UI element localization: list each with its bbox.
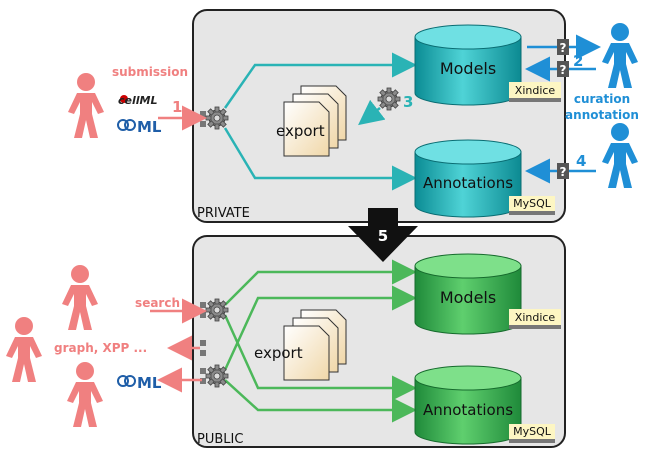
private-export-docs: export bbox=[276, 85, 347, 157]
private-annotations-tag-text: MySQL bbox=[513, 197, 552, 210]
private-models-title: Models bbox=[440, 59, 496, 78]
public-annotations-tag: MySQL bbox=[509, 424, 555, 443]
cellml-logo: cellML bbox=[118, 94, 157, 107]
step-5-label: 5 bbox=[378, 227, 388, 245]
annotation-label: annotation bbox=[565, 108, 639, 122]
search-label: search bbox=[135, 296, 180, 310]
sbml-logo-private-text: ML bbox=[137, 118, 162, 136]
private-flow-arrows bbox=[223, 52, 417, 191]
sbml-logo-public-text: ML bbox=[137, 374, 162, 392]
step-1-label: 1 bbox=[172, 98, 182, 116]
private-models-tag-text: Xindice bbox=[515, 84, 556, 97]
public-annotations-db: Annotations bbox=[414, 365, 522, 445]
publish-arrow: 5 bbox=[348, 208, 418, 262]
public-models-tag-text: Xindice bbox=[515, 311, 556, 324]
private-annotations-tag: MySQL bbox=[509, 196, 555, 215]
search-user-person-icon bbox=[62, 265, 98, 330]
output-gear bbox=[200, 364, 229, 388]
submission-label: submission bbox=[112, 65, 188, 79]
public-models-db: Models bbox=[414, 253, 522, 335]
public-left-arrows bbox=[150, 298, 207, 393]
graph-xpp-label: graph, XPP ... bbox=[54, 341, 147, 355]
public-export-label: export bbox=[254, 344, 303, 362]
private-export-gear: 3 bbox=[358, 87, 413, 126]
auth-question-icon-1: ? bbox=[557, 39, 569, 55]
cellml-logo-text: cellML bbox=[118, 94, 157, 107]
private-panel-label: PRIVATE bbox=[197, 206, 250, 221]
auth-question-icon-3: ? bbox=[557, 163, 569, 179]
sbml-logo-public: ML bbox=[117, 374, 162, 392]
step-4-label: 4 bbox=[576, 152, 586, 170]
auth-question-text-2: ? bbox=[560, 63, 567, 77]
curator-person-icon-top bbox=[602, 23, 638, 88]
public-models-title: Models bbox=[440, 288, 496, 307]
public-annotations-title: Annotations bbox=[423, 401, 513, 419]
step-2-label: 2 bbox=[573, 52, 583, 70]
public-annotations-tag-text: MySQL bbox=[513, 425, 552, 438]
private-export-label: export bbox=[276, 122, 325, 140]
public-flow-arrows bbox=[223, 259, 417, 423]
auth-question-text-1: ? bbox=[560, 41, 567, 55]
private-models-db: Models bbox=[414, 24, 522, 106]
submitter-person-icon bbox=[68, 73, 104, 138]
step-3-label: 3 bbox=[403, 93, 413, 111]
submission-arrow: 1 bbox=[158, 98, 207, 131]
curator-person-icon-bottom bbox=[602, 123, 638, 188]
private-annotations-title: Annotations bbox=[423, 174, 513, 192]
auth-question-icon-2: ? bbox=[557, 61, 569, 77]
public-panel-label: PUBLIC bbox=[197, 432, 243, 447]
graph-small-square bbox=[200, 340, 206, 356]
auth-question-text-3: ? bbox=[560, 165, 567, 179]
curation-label: curation bbox=[574, 92, 630, 106]
sbml-user-person-icon bbox=[67, 362, 103, 427]
graph-user-person-icon bbox=[6, 317, 42, 382]
sbml-logo-private: ML bbox=[117, 118, 162, 136]
public-export-docs: export bbox=[254, 309, 347, 381]
private-annotations-db: Annotations bbox=[414, 139, 522, 218]
public-models-tag: Xindice bbox=[509, 309, 561, 329]
private-models-tag: Xindice bbox=[509, 82, 561, 102]
